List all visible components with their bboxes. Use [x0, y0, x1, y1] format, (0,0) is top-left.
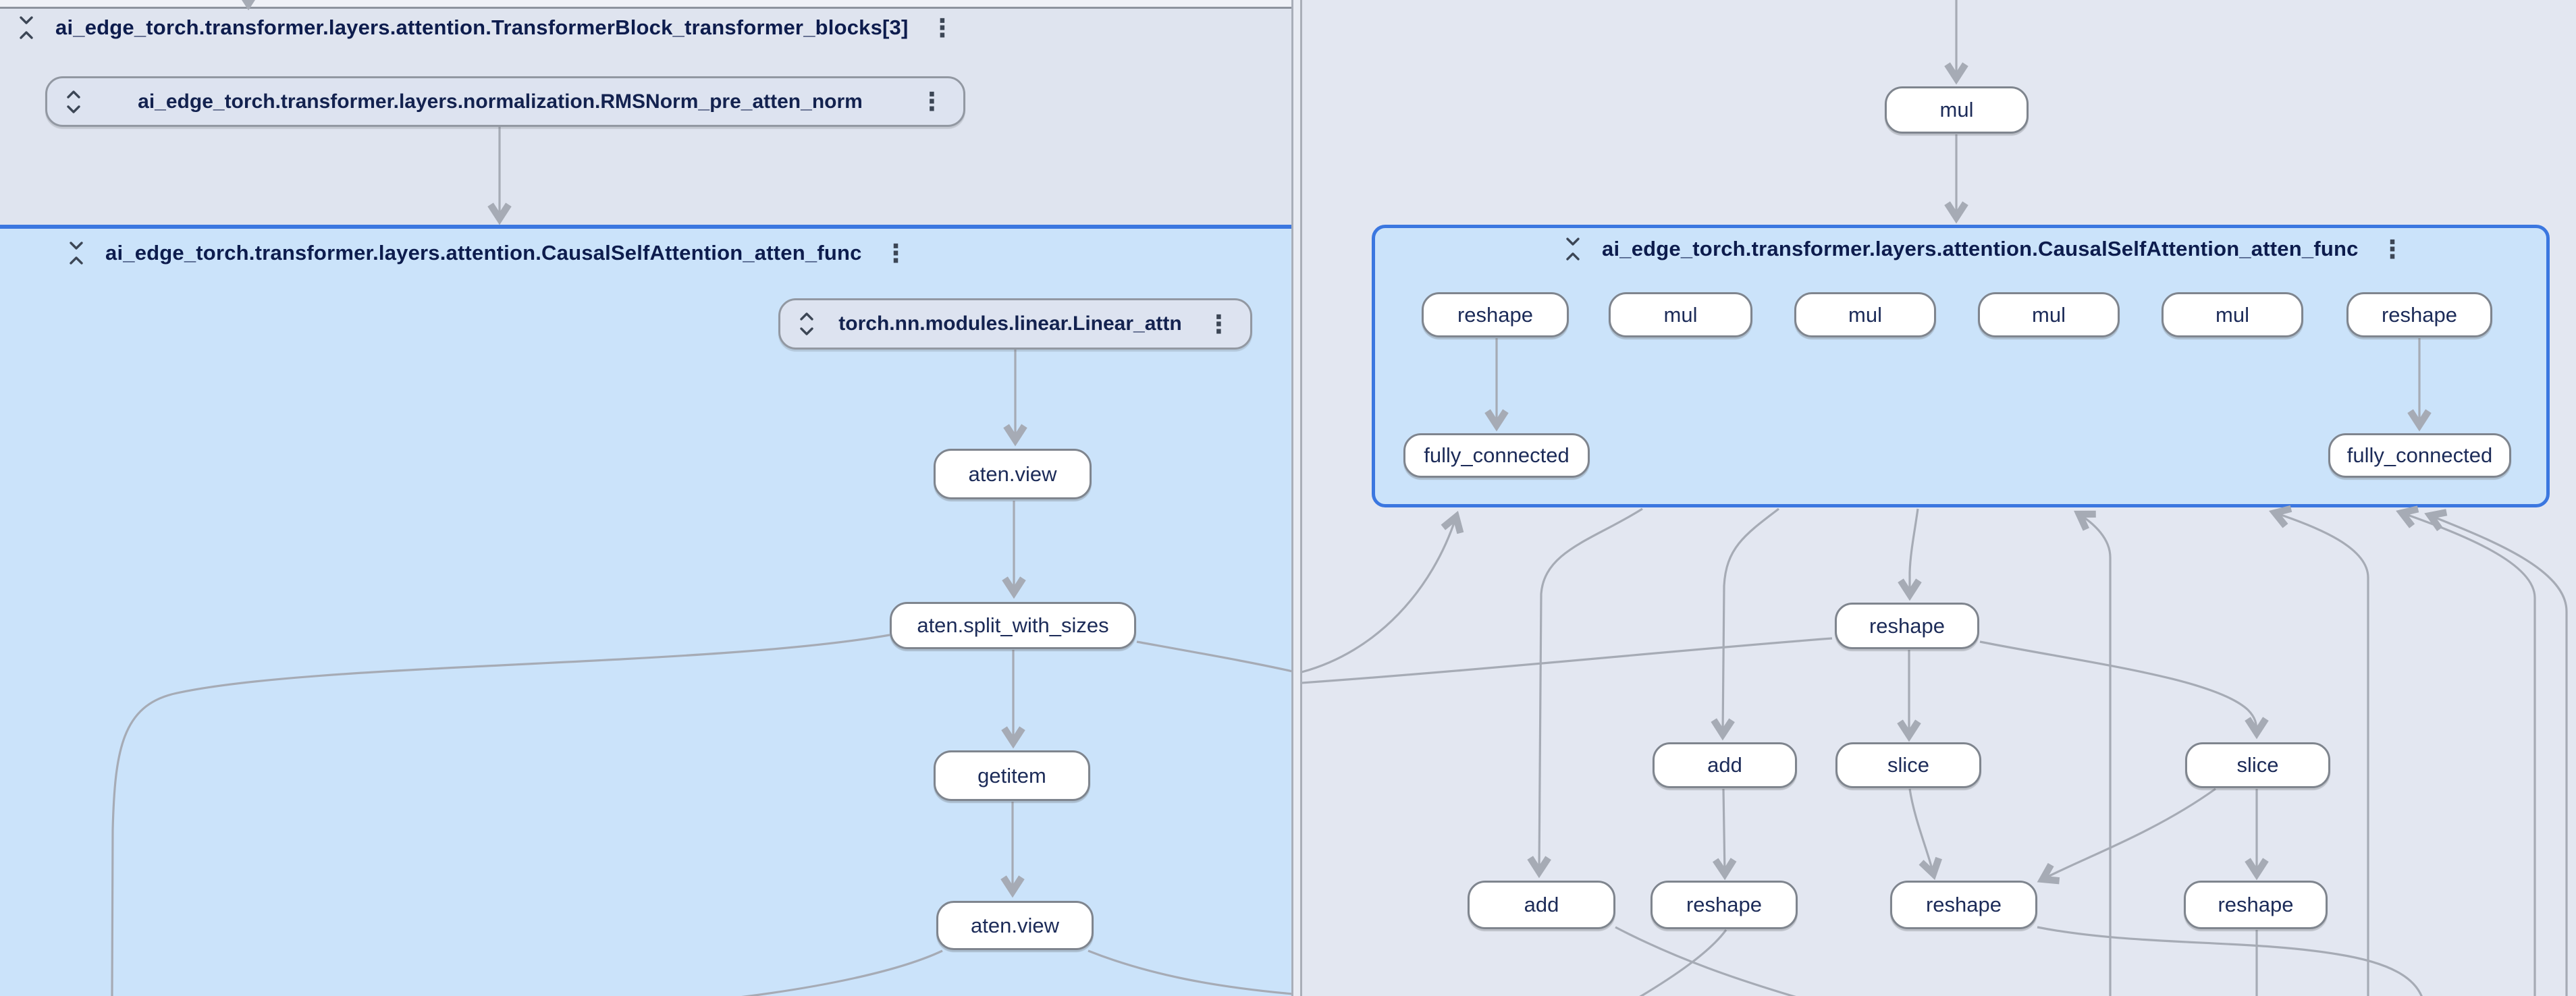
pane-divider[interactable] [1291, 0, 1302, 996]
transformer-block-label: ai_edge_torch.transformer.layers.attenti… [55, 16, 909, 39]
op-node-reshape[interactable]: reshape [1835, 603, 1979, 649]
op-node-label: mul [1939, 98, 1974, 121]
op-node-reshape[interactable]: reshape [1422, 292, 1569, 337]
op-node-label: mul [2216, 302, 2249, 327]
op-node-label: reshape [1457, 302, 1534, 327]
unfold-less-icon[interactable] [15, 13, 38, 42]
attention-layer-header-right[interactable]: ai_edge_torch.transformer.layers.attenti… [1561, 235, 2405, 263]
op-node-label: slice [2236, 753, 2279, 777]
op-node-fully-connected[interactable]: fully_connected [1403, 433, 1590, 478]
op-node-getitem[interactable]: getitem [934, 750, 1090, 801]
op-node-label: mul [2032, 302, 2066, 327]
op-node-label: reshape [2381, 302, 2458, 327]
attention-layer-label: ai_edge_torch.transformer.layers.attenti… [1602, 237, 2359, 260]
unfold-more-icon[interactable] [795, 310, 818, 338]
kebab-menu-icon[interactable]: ⋮ [930, 13, 955, 42]
op-node-mul[interactable]: mul [1885, 86, 2029, 134]
attention-layer-header-left[interactable]: ai_edge_torch.transformer.layers.attenti… [65, 239, 936, 267]
unfold-more-icon[interactable] [62, 88, 85, 116]
op-node-label: slice [1887, 753, 1929, 777]
op-node-label: reshape [1869, 613, 1946, 638]
kebab-menu-icon[interactable]: ⋮ [1206, 310, 1231, 338]
op-node-aten-view[interactable]: aten.view [936, 901, 1094, 950]
kebab-menu-icon[interactable]: ⋮ [2380, 235, 2405, 263]
op-node-mul[interactable]: mul [2162, 292, 2303, 337]
transformer-block-header[interactable]: ai_edge_torch.transformer.layers.attenti… [15, 13, 973, 42]
unfold-less-icon[interactable] [1561, 235, 1584, 263]
right-graph-pane[interactable]: mul ai_edge_torch.transformer.layers.att… [1302, 0, 2576, 996]
op-node-aten-split-with-sizes[interactable]: aten.split_with_sizes [890, 602, 1136, 649]
op-node-reshape[interactable]: reshape [1890, 881, 2037, 929]
op-node-add[interactable]: add [1653, 742, 1797, 788]
op-node-label: reshape [1686, 893, 1763, 916]
op-node-label: reshape [1925, 893, 2002, 916]
op-node-reshape[interactable]: reshape [2184, 881, 2328, 929]
op-node-slice[interactable]: slice [2185, 742, 2330, 788]
op-node-label: add [1524, 893, 1559, 916]
op-node-reshape[interactable]: reshape [2346, 292, 2492, 337]
op-node-label: fully_connected [1424, 443, 1569, 467]
op-node-add[interactable]: add [1468, 881, 1615, 929]
unfold-less-icon[interactable] [65, 239, 88, 267]
kebab-menu-icon[interactable]: ⋮ [919, 88, 944, 115]
op-node-slice[interactable]: slice [1835, 742, 1981, 788]
module-node-label: torch.nn.modules.linear.Linear_attn [838, 312, 1182, 335]
op-node-reshape[interactable]: reshape [1651, 881, 1798, 929]
op-node-aten-view[interactable]: aten.view [934, 449, 1092, 499]
module-node-rmsnorm[interactable]: ai_edge_torch.transformer.layers.normali… [45, 76, 965, 127]
module-node-linear-attn[interactable]: torch.nn.modules.linear.Linear_attn ⋮ [778, 298, 1252, 350]
op-node-label: add [1707, 753, 1742, 777]
kebab-menu-icon[interactable]: ⋮ [883, 239, 909, 267]
op-node-mul[interactable]: mul [1794, 292, 1936, 337]
op-node-label: aten.split_with_sizes [917, 613, 1109, 637]
op-node-label: aten.view [971, 913, 1059, 937]
op-node-label: aten.view [968, 462, 1057, 486]
op-node-mul[interactable]: mul [1978, 292, 2120, 337]
left-graph-pane[interactable]: ai_edge_torch.transformer.layers.attenti… [0, 0, 1291, 996]
op-node-label: mul [1663, 302, 1698, 327]
op-node-label: fully_connected [2346, 443, 2493, 467]
attention-layer-label: ai_edge_torch.transformer.layers.attenti… [105, 241, 862, 265]
op-node-label: reshape [2218, 893, 2294, 916]
op-node-mul[interactable]: mul [1609, 292, 1752, 337]
module-node-label: ai_edge_torch.transformer.layers.normali… [138, 90, 863, 113]
op-node-label: getitem [977, 763, 1046, 787]
op-node-label: mul [1848, 302, 1882, 327]
op-node-fully-connected[interactable]: fully_connected [2328, 433, 2511, 478]
